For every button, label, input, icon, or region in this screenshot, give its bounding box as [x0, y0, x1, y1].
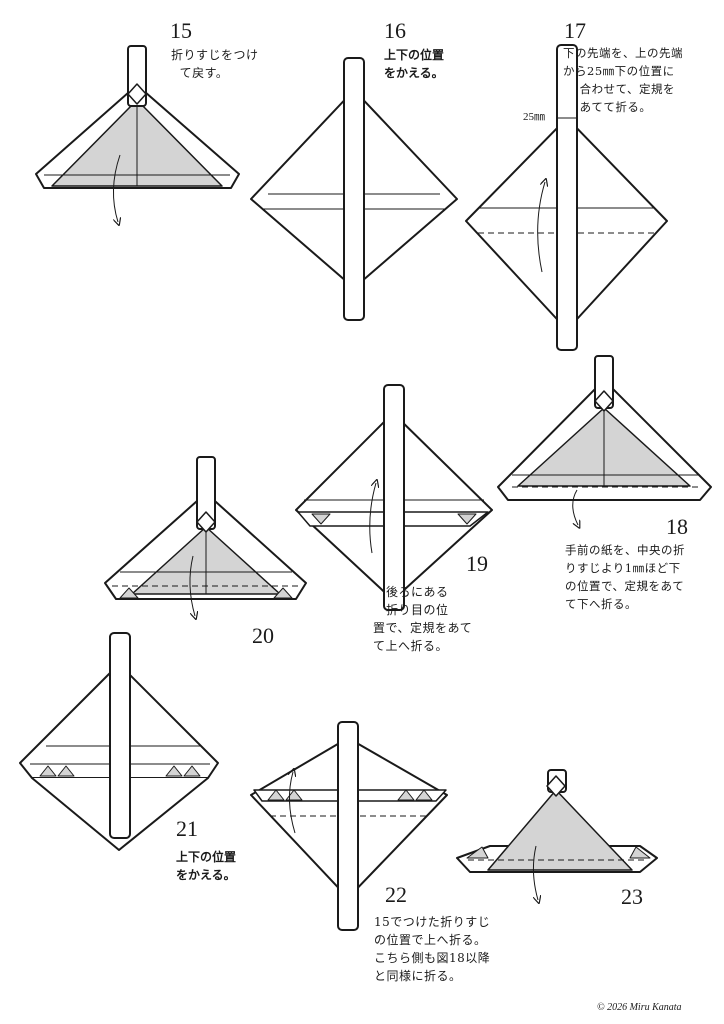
step-number: 17	[564, 18, 586, 43]
step-instruction: 下の先端を、上の先端 から25㎜下の位置に 合わせて、定規を あてて折る。	[563, 46, 683, 114]
step-number: 16	[384, 18, 406, 43]
step16-figure	[250, 57, 458, 321]
step-instruction: 手前の紙を、中央の折 りすじより1㎜ほど下 の位置で、定規をあて て下へ折る。	[565, 543, 685, 611]
step-number: 21	[176, 816, 198, 841]
copyright-notice: © 2026 Miru Kanata	[597, 1002, 682, 1013]
step20-figure	[104, 456, 307, 616]
step-number: 18	[666, 514, 688, 539]
step22-figure	[250, 721, 448, 931]
step-number: 22	[385, 882, 407, 907]
step-instruction: 上下の位置 をかえる。	[176, 850, 237, 882]
step-number: 23	[621, 884, 643, 909]
step18-figure	[497, 355, 712, 525]
step-number: 19	[466, 551, 488, 576]
step-number: 15	[170, 18, 192, 43]
step23-figure	[456, 769, 658, 900]
step-instruction: 折りすじをつけ て戻す。	[171, 48, 259, 80]
step19-figure	[295, 384, 493, 611]
step-instruction: 15でつけた折りすじ の位置で上へ折る。 こちら側も図18以降 と同様に折る。	[374, 915, 491, 983]
step21-figure	[19, 632, 219, 851]
step-number: 20	[252, 623, 274, 648]
step-instruction: 後ろにある 折り目の位 置で、定規をあて て上へ折る。	[373, 585, 473, 653]
step17-figure	[465, 44, 668, 351]
step-instruction: 上下の位置 をかえる。	[384, 48, 445, 80]
dimension-label: 25㎜	[523, 111, 545, 123]
step15-figure	[35, 45, 240, 222]
